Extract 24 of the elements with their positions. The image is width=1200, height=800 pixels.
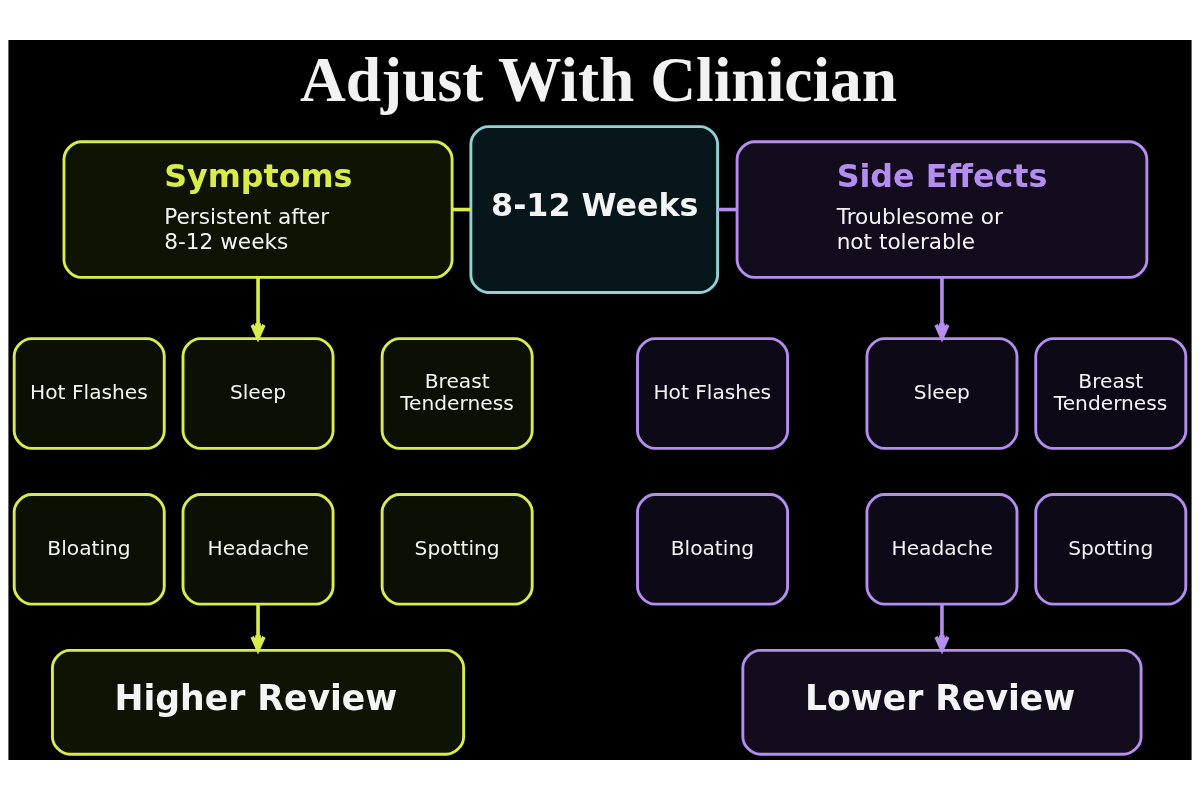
node-box: Spotting <box>380 493 534 606</box>
connector <box>717 207 737 212</box>
node-box: Lower Review <box>741 648 1143 756</box>
node-box: Breast Tenderness <box>380 337 534 450</box>
diagram-title: Adjust With Clinician <box>299 43 898 115</box>
arrow <box>250 604 266 652</box>
arrow <box>934 604 950 652</box>
node-box: Bloating <box>636 493 790 606</box>
node-box: Side Effects Troublesome or not tolerable <box>735 140 1149 279</box>
node-box: Hot Flashes <box>12 337 166 450</box>
node-box: Symptoms Persistent after 8-12 weeks <box>62 140 454 279</box>
node-box: 8-12 Weeks <box>469 125 720 294</box>
node-box: Breast Tenderness <box>1034 337 1188 450</box>
node-box: Higher Review <box>50 648 466 756</box>
node-box: Headache <box>865 493 1019 606</box>
arrow <box>934 277 950 340</box>
node-box: Sleep <box>865 337 1019 450</box>
connector <box>452 207 471 212</box>
node-box: Sleep <box>181 337 335 450</box>
node-box: Spotting <box>1034 493 1188 606</box>
node-box: Hot Flashes <box>636 337 790 450</box>
arrow <box>250 277 266 340</box>
node-box: Bloating <box>12 493 166 606</box>
node-box: Headache <box>181 493 335 606</box>
